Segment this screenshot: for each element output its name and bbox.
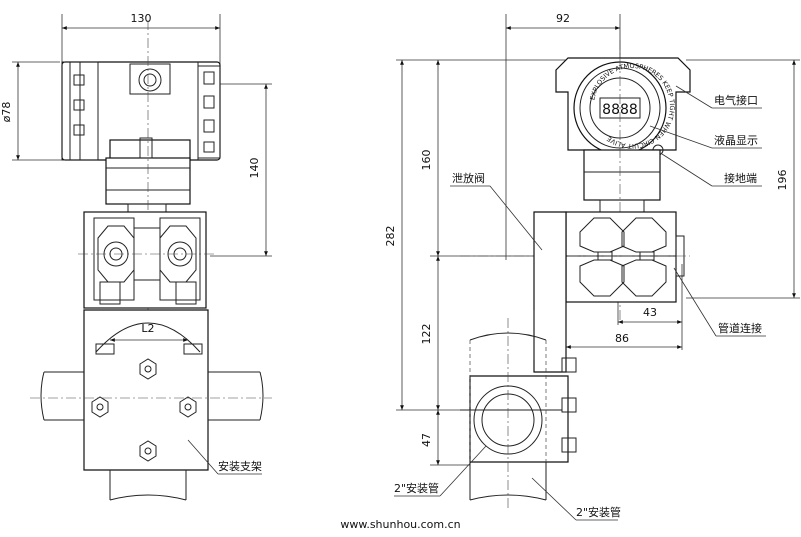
dim-160-label: 160	[420, 150, 433, 171]
label-electrical-interface: 电气接口	[714, 93, 758, 107]
mounting-pipe-side	[469, 318, 547, 510]
mounting-bracket-side	[460, 211, 577, 470]
dim-43-86: 43 86	[565, 264, 683, 350]
side-view: 92 282 160 122 47 196	[384, 12, 800, 521]
mounting-pipe-front	[30, 371, 272, 501]
dim-width-130: 130	[61, 12, 221, 66]
website-footer: www.shunhou.com.cn	[340, 518, 461, 531]
dim-top-width-92: 92	[505, 12, 621, 260]
label-bracket: 安装支架	[218, 459, 262, 473]
dim-282-label: 282	[384, 226, 397, 247]
label-ground-terminal: 接地端	[724, 172, 757, 185]
label-lcd-display: 液晶显示	[714, 133, 758, 147]
dim-diameter-78: ø78	[0, 61, 92, 161]
label-pipe-connection: 管道连接	[718, 321, 762, 335]
mounting-bracket-front: L2	[83, 309, 209, 471]
dim-196: 196	[686, 59, 800, 299]
label-vent-valve: 泄放阀	[452, 171, 485, 185]
dim-122-label: 122	[420, 324, 433, 345]
dim-l2-label: L2	[141, 322, 154, 335]
dim-height-label: 140	[248, 158, 261, 179]
dim-width-label: 130	[131, 12, 152, 25]
electronics-housing	[61, 61, 221, 161]
dim-86-label: 86	[615, 332, 629, 345]
dim-top-width-label: 92	[556, 12, 570, 25]
neck-side	[583, 149, 661, 215]
dim-196-label: 196	[776, 170, 789, 191]
dim-47-label: 47	[420, 433, 433, 447]
dim-height-140: 140	[210, 83, 272, 257]
side-labels: 电气接口 液晶显示 接地端 泄放阀 管道连接 2"安装管 2"安装管	[394, 85, 766, 521]
lcd-digits: 8888	[602, 102, 638, 118]
electronics-housing-side: EXPLOSIVE ATMOSPHERES KEEP TIGHT WHEN CI…	[555, 57, 691, 156]
dim-43-label: 43	[643, 306, 657, 319]
bracket-bolts	[91, 358, 197, 462]
process-flange-side	[565, 211, 685, 303]
label-pipe-right: 2"安装管	[576, 505, 621, 519]
label-pipe-left: 2"安装管	[394, 481, 439, 495]
dim-diameter-label: ø78	[0, 102, 13, 123]
dim-left-verticals: 282 160 122 47	[384, 59, 566, 466]
process-flange-front	[83, 211, 207, 309]
front-view: 130 ø78 140	[0, 12, 272, 501]
